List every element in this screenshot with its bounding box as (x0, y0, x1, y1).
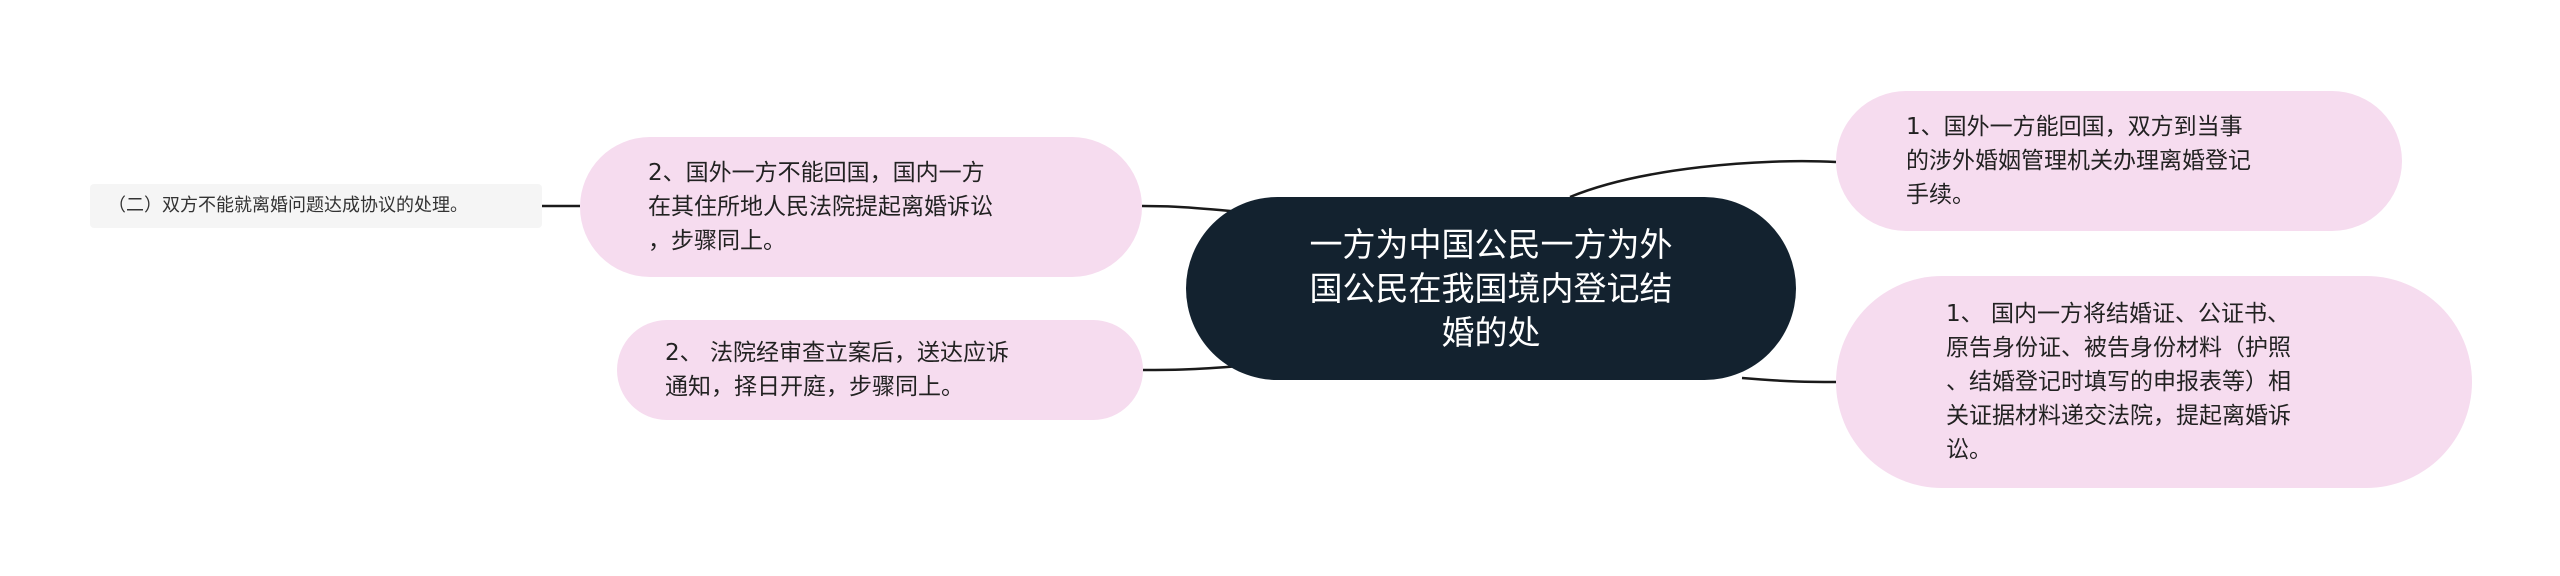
central-topic-text: 一方为中国公民一方为外 国公民在我国境内登记结 婚的处 (1309, 224, 1673, 352)
connector-left-top (1141, 204, 1241, 214)
connector-right-bottom (1741, 376, 1837, 384)
connector-right-top (1569, 159, 1837, 199)
branch-left-top-text: 2、国外一方不能回国，国内一方 在其住所地人民法院提起离婚诉讼 ，步骤同上。 (648, 160, 993, 254)
connector-left-bottom (1142, 364, 1241, 372)
branch-right-top[interactable]: 1、国外一方能回国，双方到当事 的涉外婚姻管理机关办理离婚登记 手续。 (1836, 91, 2402, 231)
branch-left-bottom-text: 2、 法院经审查立案后，送达应诉 通知，择日开庭，步骤同上。 (665, 340, 1009, 400)
central-topic[interactable]: 一方为中国公民一方为外 国公民在我国境内登记结 婚的处 (1186, 197, 1796, 380)
branch-left-bottom[interactable]: 2、 法院经审查立案后，送达应诉 通知，择日开庭，步骤同上。 (617, 320, 1143, 420)
branch-right-bottom[interactable]: 1、 国内一方将结婚证、公证书、 原告身份证、被告身份材料（护照 、结婚登记时填… (1836, 276, 2472, 488)
branch-right-top-text: 1、国外一方能回国，双方到当事 的涉外婚姻管理机关办理离婚登记 手续。 (1906, 114, 2251, 208)
leaf-topic-text: （二）双方不能就离婚问题达成协议的处理。 (108, 195, 468, 216)
leaf-topic[interactable]: （二）双方不能就离婚问题达成协议的处理。 (90, 184, 542, 228)
branch-right-bottom-text: 1、 国内一方将结婚证、公证书、 原告身份证、被告身份材料（护照 、结婚登记时填… (1946, 301, 2291, 463)
branch-left-top[interactable]: 2、国外一方不能回国，国内一方 在其住所地人民法院提起离婚诉讼 ，步骤同上。 (580, 137, 1142, 277)
